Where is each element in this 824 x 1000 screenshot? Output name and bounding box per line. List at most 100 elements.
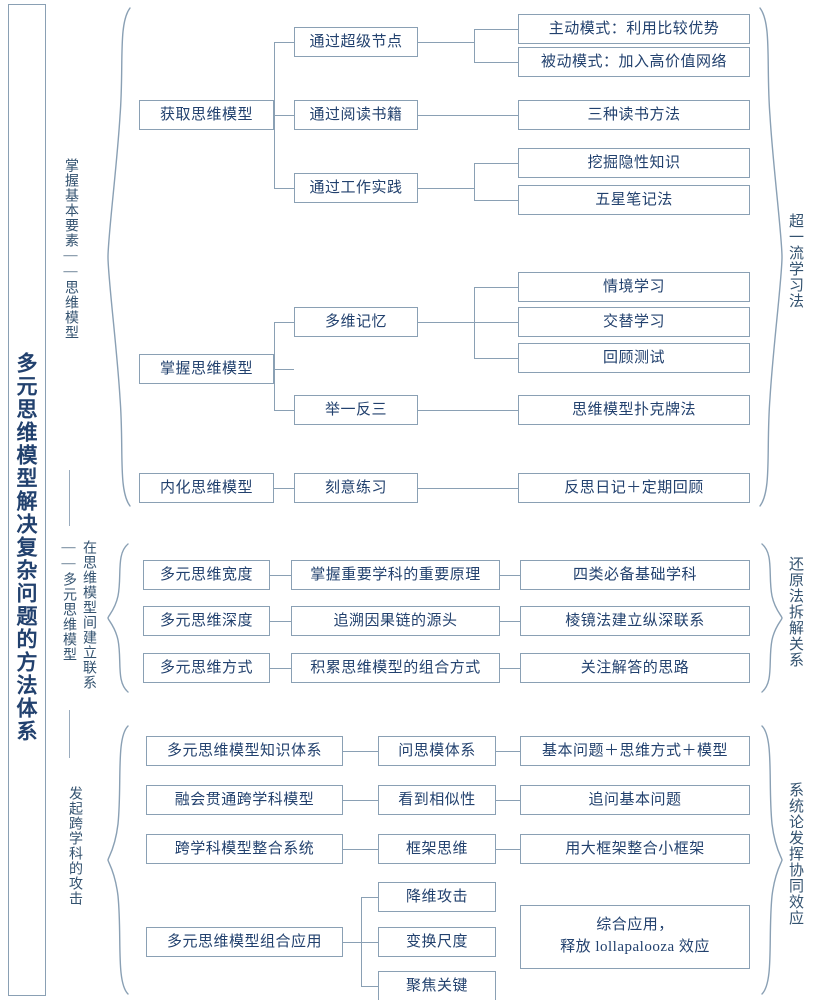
node-s3-l2-d1[interactable]: 降维攻击	[378, 882, 496, 912]
brace-right-section-2	[761, 543, 783, 693]
node-s3-l2-d3[interactable]: 聚焦关键	[378, 971, 496, 1000]
node-s3-l3-d[interactable]: 综合应用， 释放 lollapalooza 效应	[520, 905, 750, 969]
node-s3-l2-d2[interactable]: 变换尺度	[378, 927, 496, 957]
node-s1-l3-a3a[interactable]: 挖掘隐性知识	[518, 148, 750, 178]
connector-s1-c1a	[418, 488, 518, 489]
connector-s1-a1-spine	[474, 29, 475, 62]
connector-s3-a2	[496, 751, 520, 752]
connector-s3-a1	[343, 751, 378, 752]
node-s1-l2-c1[interactable]: 刻意练习	[294, 473, 418, 503]
node-s2-l3-b[interactable]: 棱镜法建立纵深联系	[520, 606, 750, 636]
connector-s1-b2a	[418, 410, 518, 411]
brace-left-section-2	[107, 543, 129, 693]
node-s2-l1-b[interactable]: 多元思维深度	[143, 606, 270, 636]
node-s1-l3-a3b[interactable]: 五星笔记法	[518, 185, 750, 215]
node-s1-l1-b[interactable]: 掌握思维模型	[139, 354, 274, 384]
node-s3-l3-d-line1: 综合应用，	[596, 917, 674, 934]
node-s1-l2-b2[interactable]: 举一反三	[294, 395, 418, 425]
connector-s2-a2	[500, 575, 520, 576]
connector-s3-b1	[343, 800, 378, 801]
connector-s3-d2	[361, 942, 378, 943]
node-s3-l3-d-line2: 释放 lollapalooza 效应	[560, 939, 710, 955]
connector-s3-b2	[496, 800, 520, 801]
connector-s1-b1b	[474, 322, 518, 323]
node-s1-l3-a1a[interactable]: 主动模式：利用比较优势	[518, 14, 750, 44]
branch-label-right-3: 系统论发挥协同效应	[787, 782, 803, 926]
branch-label-left-2: 在思维模型间建立联系——多元思维模型	[61, 540, 96, 690]
node-s2-l3-a[interactable]: 四类必备基础学科	[520, 560, 750, 590]
node-s2-l1-a[interactable]: 多元思维宽度	[143, 560, 270, 590]
connector-s1-a1-stem	[418, 42, 474, 43]
node-s1-l3-a1b[interactable]: 被动模式：加入高价值网络	[518, 47, 750, 77]
connector-s1-a3-spine	[474, 163, 475, 200]
node-s2-l2-c[interactable]: 积累思维模型的组合方式	[291, 653, 500, 683]
branch-label-left-3: 发起跨学科的攻击	[67, 786, 82, 906]
branch-label-right-2: 还原法拆解关系	[787, 556, 803, 668]
node-s3-l2-b[interactable]: 看到相似性	[378, 785, 496, 815]
node-s2-l1-c[interactable]: 多元思维方式	[143, 653, 270, 683]
connector-s3-d1	[361, 897, 378, 898]
connector-s1-a3-stem	[418, 188, 474, 189]
connector-s1-b1a	[474, 287, 518, 288]
brace-right-section-1	[759, 7, 783, 507]
branch-divider-2	[69, 710, 70, 758]
node-s2-l3-c[interactable]: 关注解答的思路	[520, 653, 750, 683]
node-s1-l3-c1a[interactable]: 反思日记＋定期回顾	[518, 473, 750, 503]
connector-s1-c1	[274, 488, 294, 489]
root-title-text: 多元思维模型解决复杂问题的方法体系	[14, 352, 38, 743]
connector-s1-a3b	[474, 200, 518, 201]
node-s3-l3-c[interactable]: 用大框架整合小框架	[520, 834, 750, 864]
node-s1-l2-a3[interactable]: 通过工作实践	[294, 173, 418, 203]
node-s3-l2-a[interactable]: 问思模体系	[378, 736, 496, 766]
connector-s1-b2	[274, 410, 294, 411]
node-s3-l3-b[interactable]: 追问基本问题	[520, 785, 750, 815]
connector-s1-b1-stem	[418, 322, 474, 323]
connector-s3-d-spine	[361, 897, 362, 986]
root-title-frame	[8, 4, 46, 996]
connector-s1-b-stem	[274, 369, 294, 370]
node-s2-l2-a[interactable]: 掌握重要学科的重要原理	[291, 560, 500, 590]
connector-s3-c1	[343, 849, 378, 850]
node-s1-l2-a2[interactable]: 通过阅读书籍	[294, 100, 418, 130]
connector-s2-c1	[270, 668, 291, 669]
connector-s3-d3	[361, 986, 378, 987]
node-s3-l1-a[interactable]: 多元思维模型知识体系	[146, 736, 343, 766]
connector-s3-c2	[496, 849, 520, 850]
connector-s2-a1	[270, 575, 291, 576]
connector-s2-c2	[500, 668, 520, 669]
connector-s1-b1	[274, 322, 294, 323]
branch-label-right-1: 超一流学习法	[787, 213, 803, 309]
connector-s1-a1a	[474, 29, 518, 30]
connector-s1-a-spine	[274, 42, 275, 188]
brace-right-section-3	[761, 725, 783, 995]
branch-label-left-1: 掌握基本要素——思维模型	[63, 158, 78, 340]
node-s3-l2-c[interactable]: 框架思维	[378, 834, 496, 864]
node-s2-l2-b[interactable]: 追溯因果链的源头	[291, 606, 500, 636]
node-s1-l3-b2a[interactable]: 思维模型扑克牌法	[518, 395, 750, 425]
node-s1-l1-c[interactable]: 内化思维模型	[139, 473, 274, 503]
node-s1-l2-b1[interactable]: 多维记忆	[294, 307, 418, 337]
node-s1-l2-a1[interactable]: 通过超级节点	[294, 27, 418, 57]
connector-s1-a3a	[474, 163, 518, 164]
node-s1-l3-b1c[interactable]: 回顾测试	[518, 343, 750, 373]
brace-left-section-3	[107, 725, 129, 995]
connector-s1-a1b	[474, 62, 518, 63]
connector-s1-b-spine	[274, 322, 275, 410]
brace-left-section-1	[107, 7, 131, 507]
connector-s1-a1	[274, 42, 294, 43]
branch-divider-1	[69, 470, 70, 526]
node-s1-l3-b1b[interactable]: 交替学习	[518, 307, 750, 337]
node-s3-l1-d[interactable]: 多元思维模型组合应用	[146, 927, 343, 957]
node-s1-l3-a2a[interactable]: 三种读书方法	[518, 100, 750, 130]
connector-s3-d-stem	[343, 942, 361, 943]
node-s3-l1-b[interactable]: 融会贯通跨学科模型	[146, 785, 343, 815]
node-s1-l3-b1a[interactable]: 情境学习	[518, 272, 750, 302]
node-s3-l1-c[interactable]: 跨学科模型整合系统	[146, 834, 343, 864]
node-s1-l1-a[interactable]: 获取思维模型	[139, 100, 274, 130]
connector-s1-b1c	[474, 358, 518, 359]
node-s3-l3-a[interactable]: 基本问题＋思维方式＋模型	[520, 736, 750, 766]
connector-s1-a2a	[418, 115, 518, 116]
connector-s1-a3	[274, 188, 294, 189]
connector-s2-b2	[500, 621, 520, 622]
